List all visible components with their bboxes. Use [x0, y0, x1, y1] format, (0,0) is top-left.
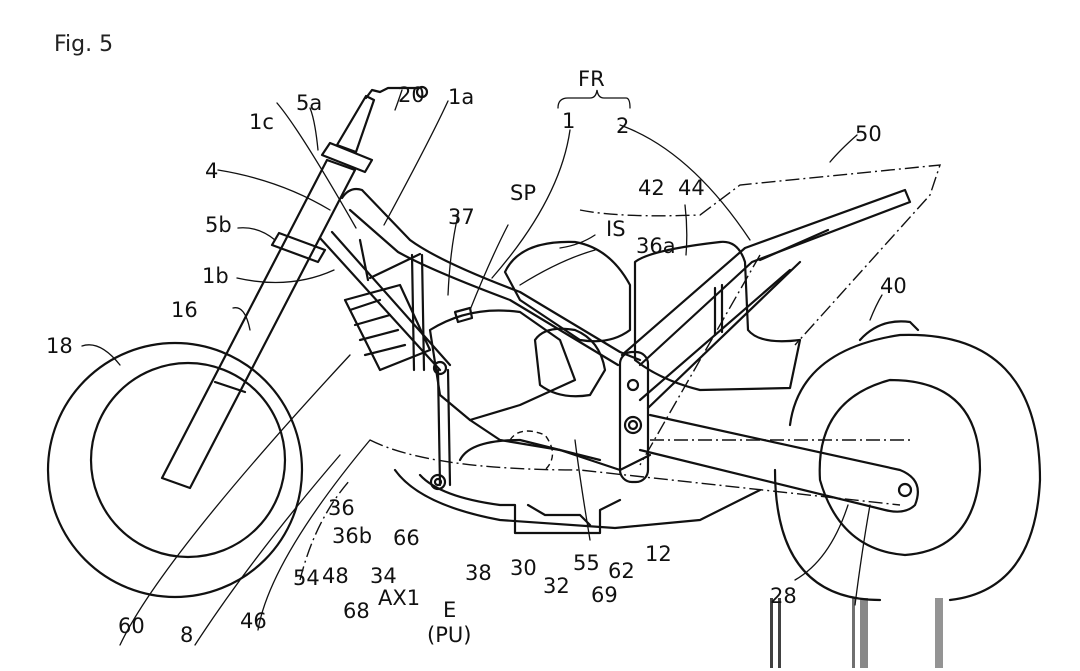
label-50: 50 — [855, 122, 882, 146]
label-2: 2 — [616, 114, 629, 138]
phantom-lines — [299, 164, 942, 581]
label-FR: FR — [578, 67, 605, 91]
label-32: 32 — [543, 574, 570, 598]
label-12: 12 — [645, 542, 672, 566]
label-1c: 1c — [249, 110, 274, 134]
label-IS: IS — [606, 217, 626, 241]
label-54: 54 — [293, 566, 320, 590]
reference-labels: 20 5a 1c 1a 4 5b 1b 16 18 FR 1 2 50 42 4… — [46, 67, 907, 647]
label-1b: 1b — [202, 264, 229, 288]
label-4: 4 — [205, 159, 218, 183]
label-36b: 36b — [332, 524, 372, 548]
watermark — [770, 598, 943, 668]
leader-lines — [81, 89, 883, 646]
label-38: 38 — [465, 561, 492, 585]
label-46: 46 — [240, 609, 267, 633]
swingarm — [618, 350, 919, 513]
label-37: 37 — [448, 205, 475, 229]
engine-unit — [343, 283, 652, 472]
label-68: 68 — [343, 599, 370, 623]
label-60: 60 — [118, 614, 145, 638]
figure-title: Fig. 5 — [54, 32, 113, 57]
front-wheel — [46, 341, 304, 599]
label-5b: 5b — [205, 213, 232, 237]
label-18: 18 — [46, 334, 73, 358]
FR-brace — [557, 89, 631, 109]
label-36: 36 — [328, 496, 355, 520]
label-69: 69 — [591, 583, 618, 607]
label-34: 34 — [370, 564, 397, 588]
label-28: 28 — [770, 584, 797, 608]
label-30: 30 — [510, 556, 537, 580]
label-48: 48 — [322, 564, 349, 588]
label-1a: 1a — [448, 85, 474, 109]
seat — [633, 240, 802, 392]
undercover — [393, 468, 762, 535]
label-40: 40 — [880, 274, 907, 298]
fuel-tank — [503, 240, 632, 343]
label-E: E — [443, 598, 456, 622]
label-1: 1 — [562, 109, 575, 133]
label-8: 8 — [180, 623, 193, 647]
rear-wheel — [773, 320, 1042, 602]
label-62: 62 — [608, 559, 635, 583]
rear-frame — [620, 188, 912, 410]
label-42: 42 — [638, 176, 665, 200]
label-20: 20 — [398, 83, 425, 107]
label-SP: SP — [510, 181, 536, 205]
label-16: 16 — [171, 298, 198, 322]
label-36a: 36a — [636, 234, 676, 258]
label-PU: (PU) — [427, 623, 471, 647]
label-44: 44 — [678, 176, 705, 200]
label-5a: 5a — [296, 91, 322, 115]
front-fork — [160, 85, 429, 490]
label-66: 66 — [393, 526, 420, 550]
label-55: 55 — [573, 551, 600, 575]
label-AX1: AX1 — [378, 586, 420, 610]
